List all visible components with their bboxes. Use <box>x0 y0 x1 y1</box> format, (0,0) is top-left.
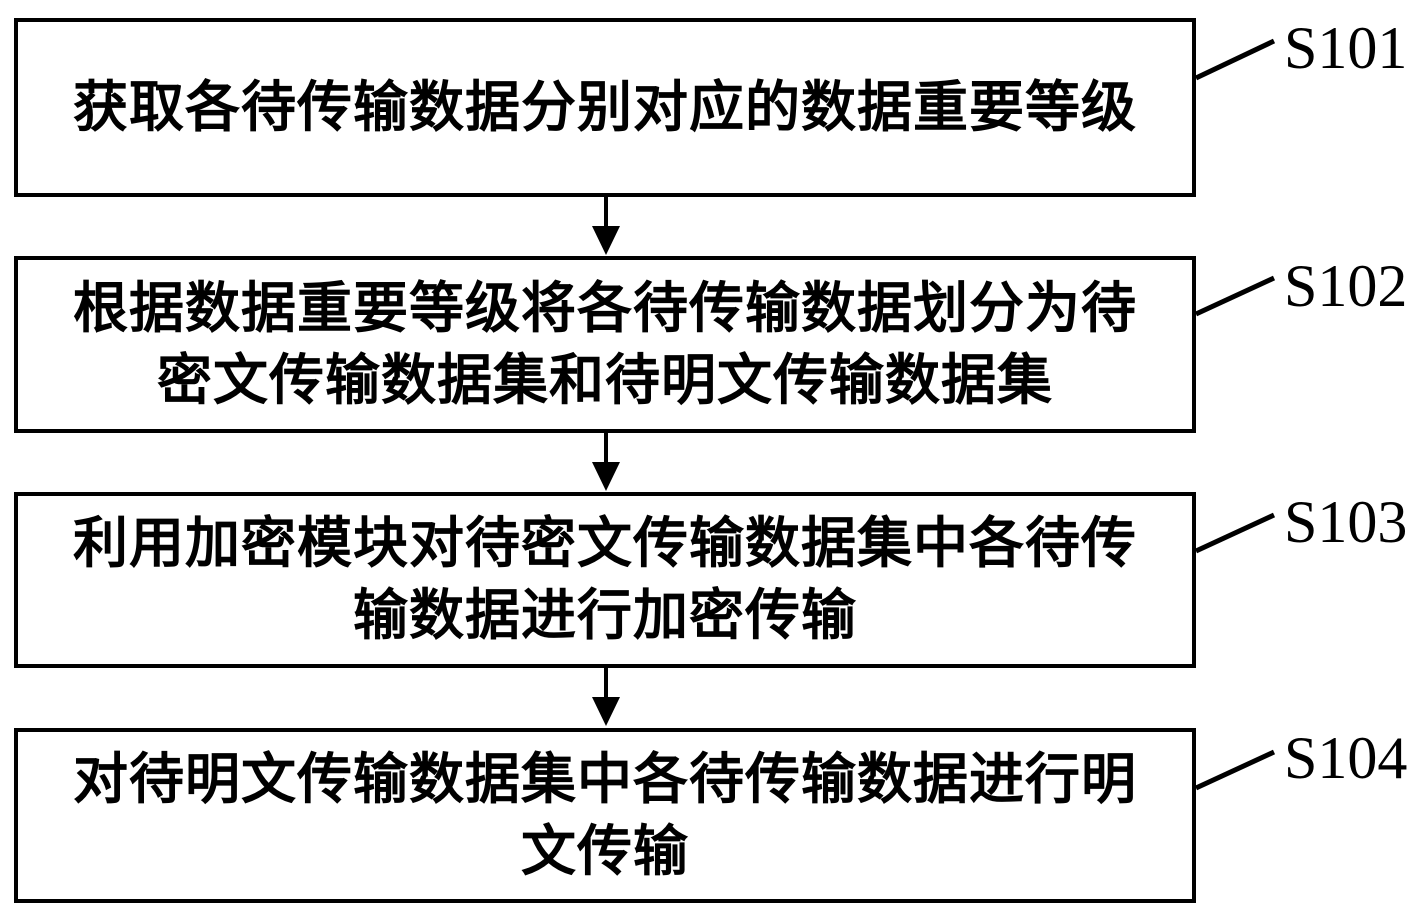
step-box-s103: 利用加密模块对待密文传输数据集中各待传 输数据进行加密传输 <box>14 492 1196 668</box>
step-label-s104: S104 <box>1284 725 1408 791</box>
step-label-s101: S101 <box>1284 15 1408 81</box>
step-label-s103: S103 <box>1284 489 1408 555</box>
step-box-s104: 对待明文传输数据集中各待传输数据进行明 文传输 <box>14 728 1196 903</box>
callout-line-s102 <box>1194 275 1276 317</box>
step-box-s101: 获取各待传输数据分别对应的数据重要等级 <box>14 18 1196 197</box>
callout-line-s104 <box>1194 749 1276 791</box>
flow-arrow-1 <box>592 197 620 255</box>
flow-arrow-3 <box>592 668 620 726</box>
step-s101-text-line-1: 获取各待传输数据分别对应的数据重要等级 <box>72 76 1137 138</box>
step-s104-text-line-2: 文传输 <box>520 820 689 882</box>
step-s102-text-line-1: 根据数据重要等级将各待传输数据划分为待 <box>72 277 1137 339</box>
flow-arrow-2 <box>592 433 620 491</box>
callout-line-s101 <box>1194 38 1276 81</box>
callout-line-s103 <box>1194 512 1276 554</box>
step-s103-text-line-2: 输数据进行加密传输 <box>352 585 857 646</box>
step-box-s102: 根据数据重要等级将各待传输数据划分为待 密文传输数据集和待明文传输数据集 <box>14 256 1196 433</box>
step-label-s102: S102 <box>1284 253 1408 319</box>
step-s103-text-line-1: 利用加密模块对待密文传输数据集中各待传 <box>72 513 1137 574</box>
step-s104-text-line-1: 对待明文传输数据集中各待传输数据进行明 <box>72 748 1137 810</box>
step-s102-text-line-2: 密文传输数据集和待明文传输数据集 <box>156 349 1053 411</box>
